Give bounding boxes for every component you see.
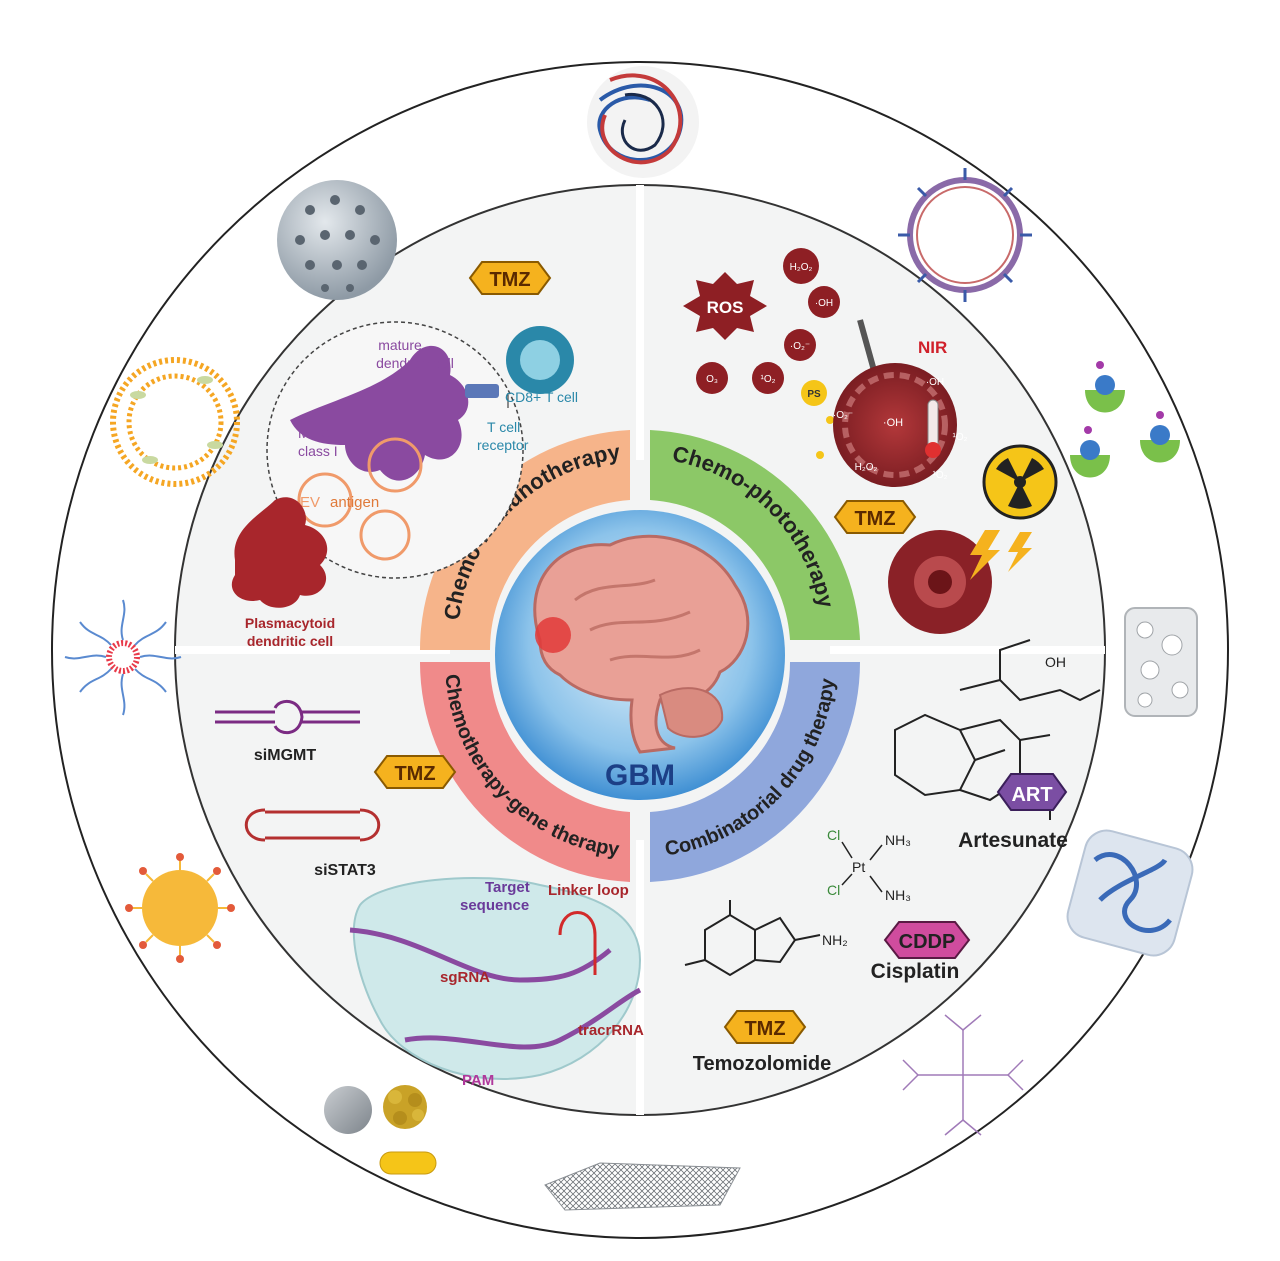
lightning-icon [970, 530, 1000, 580]
label-temozolomide: Temozolomide [693, 1053, 832, 1075]
label-cd8-t-cell: CD8+ T cell [505, 389, 578, 405]
svg-text:·OH: ·OH [926, 377, 944, 388]
label-sgrna: sgRNA [440, 969, 490, 986]
dna-strand [349, 927, 612, 983]
svg-text:¹O₂: ¹O₂ [953, 432, 968, 443]
svg-text:·OH: ·OH [815, 298, 833, 309]
ring-segment-drug [650, 662, 861, 882]
label-mature: mature [378, 337, 422, 353]
drug-therapy-panel: OH ART Artesunate Cl Cl NH₃ NH₃ Pt CDDP … [684, 639, 1101, 1075]
phototherapy-panel: ROS H₂O₂ ·OH ·O₂⁻ O₃ ¹O₂ NIR PS ·OH ·OH … [683, 248, 1058, 634]
gene-therapy-panel: siMGMT TMZ siSTAT3 Target sequence Linke… [215, 699, 644, 1089]
nanocarrier-icons [64, 66, 1198, 1211]
label-tracrrna: tracrRNA [578, 1022, 644, 1039]
svg-text:O₃: O₃ [706, 374, 718, 385]
ring-segment-photo [650, 430, 860, 640]
svg-text:ART: ART [1011, 784, 1052, 806]
brain-icon [533, 534, 750, 754]
svg-text:NH₃: NH₃ [885, 887, 911, 903]
sgrna-loop [558, 911, 597, 975]
liposome-icon [110, 357, 240, 487]
svg-text:¹O₂: ¹O₂ [933, 470, 948, 481]
label-class-i: class I [298, 443, 338, 459]
label-pdc-dendritic-cell: dendritic cell [247, 633, 333, 649]
svg-text:PS: PS [807, 389, 821, 400]
mature-dendritic-cell [290, 345, 469, 481]
ros-species: H₂O₂ ·OH ·O₂⁻ O₃ ¹O₂ [696, 248, 840, 394]
lipid-nanoparticle-icon [125, 853, 235, 963]
lightning-icon-2 [1008, 532, 1032, 572]
plasmacytoid-dendritic-cell [231, 497, 328, 608]
svg-text:CDDP: CDDP [899, 931, 956, 953]
svg-text:·OH: ·OH [883, 417, 903, 429]
label-antigen: antigen [330, 494, 379, 511]
ros-burst: ROS [683, 272, 767, 340]
svg-text:Pt: Pt [852, 859, 865, 875]
label-dendritic-cell: dendritic cell [376, 355, 454, 371]
dendrimer-icon [902, 1014, 1024, 1136]
svg-text:NH₃: NH₃ [885, 832, 911, 848]
micelle-icon [64, 599, 182, 716]
hydrogel-scaffold-icon [1124, 607, 1198, 717]
svg-text:H₂O₂: H₂O₂ [855, 462, 878, 473]
tumor-cell-irradiated: ·OH ·OH ·O₂⁻ ¹O₂ ¹O₂ H₂O₂ [833, 363, 968, 487]
tumor-cell-radiated [888, 530, 992, 634]
temozolomide-structure [684, 900, 821, 977]
svg-text:TMZ: TMZ [489, 269, 530, 291]
simgmt-hairpin [215, 699, 360, 735]
svg-text:¹O₂: ¹O₂ [761, 374, 776, 385]
artesunate-structure [894, 639, 1101, 820]
label-mhc: MHC [298, 425, 330, 441]
tmz-badge-photo: TMZ [833, 500, 917, 534]
label-receptor: receptor [477, 437, 529, 453]
label-nir: NIR [918, 338, 947, 357]
tmz-badge-gene: TMZ [373, 755, 457, 789]
label-artesunate: Artesunate [958, 829, 1068, 852]
graphene-sheet-icon [544, 1162, 741, 1211]
nanogel-icon [1066, 829, 1194, 957]
label-linker-loop: Linker loop [548, 882, 629, 899]
tmz-badge-immuno: TMZ [468, 261, 552, 295]
svg-text:·O₂⁻: ·O₂⁻ [833, 410, 853, 421]
inorganic-nanoparticles-icon [324, 1085, 437, 1175]
svg-text:TMZ: TMZ [854, 508, 895, 530]
art-badge: ART [996, 773, 1068, 811]
cisplatin-structure: Cl Cl NH₃ NH₃ Pt [827, 827, 911, 903]
exosome-cluster-icon [1070, 361, 1180, 478]
label-simgmt: siMGMT [254, 747, 316, 764]
center-label: GBM [605, 759, 675, 792]
label-target: Target [485, 879, 530, 896]
svg-text:TMZ: TMZ [744, 1018, 785, 1040]
ps-particle [801, 380, 827, 406]
label-oh: OH [1045, 654, 1066, 670]
cddp-badge: CDDP [883, 921, 971, 959]
label-ev: EV [300, 494, 320, 511]
polymer-nanoparticle-icon [587, 66, 699, 178]
svg-text:ROS: ROS [707, 298, 744, 317]
label-pam: PAM [462, 1072, 494, 1089]
svg-text:Cl: Cl [827, 882, 840, 898]
label-t-cell: T cell [487, 419, 520, 435]
mesoporous-silica-icon [277, 180, 397, 300]
svg-text:TMZ: TMZ [394, 763, 435, 785]
ring-segment-gene [419, 662, 630, 882]
virus-like-particle-icon [898, 168, 1032, 302]
radiation-icon [982, 444, 1058, 520]
sistat3-hairpin [244, 808, 381, 842]
immunotherapy-panel: TMZ mature dendritic cell CD8+ T cell T … [231, 261, 578, 649]
label-sequence: sequence [460, 897, 529, 914]
svg-text:Cl: Cl [827, 827, 840, 843]
svg-text:H₂O₂: H₂O₂ [790, 262, 813, 273]
label-cisplatin: Cisplatin [871, 960, 960, 983]
label-plasmacytoid: Plasmacytoid [245, 615, 335, 631]
ring-segment-immuno [419, 430, 630, 650]
label-sistat3: siSTAT3 [314, 862, 376, 879]
dna-strand-2 [404, 987, 642, 1050]
svg-text:·O₂⁻: ·O₂⁻ [790, 341, 810, 352]
tmz-badge-drug: TMZ [723, 1010, 807, 1044]
label-nh2: NH₂ [822, 932, 848, 948]
